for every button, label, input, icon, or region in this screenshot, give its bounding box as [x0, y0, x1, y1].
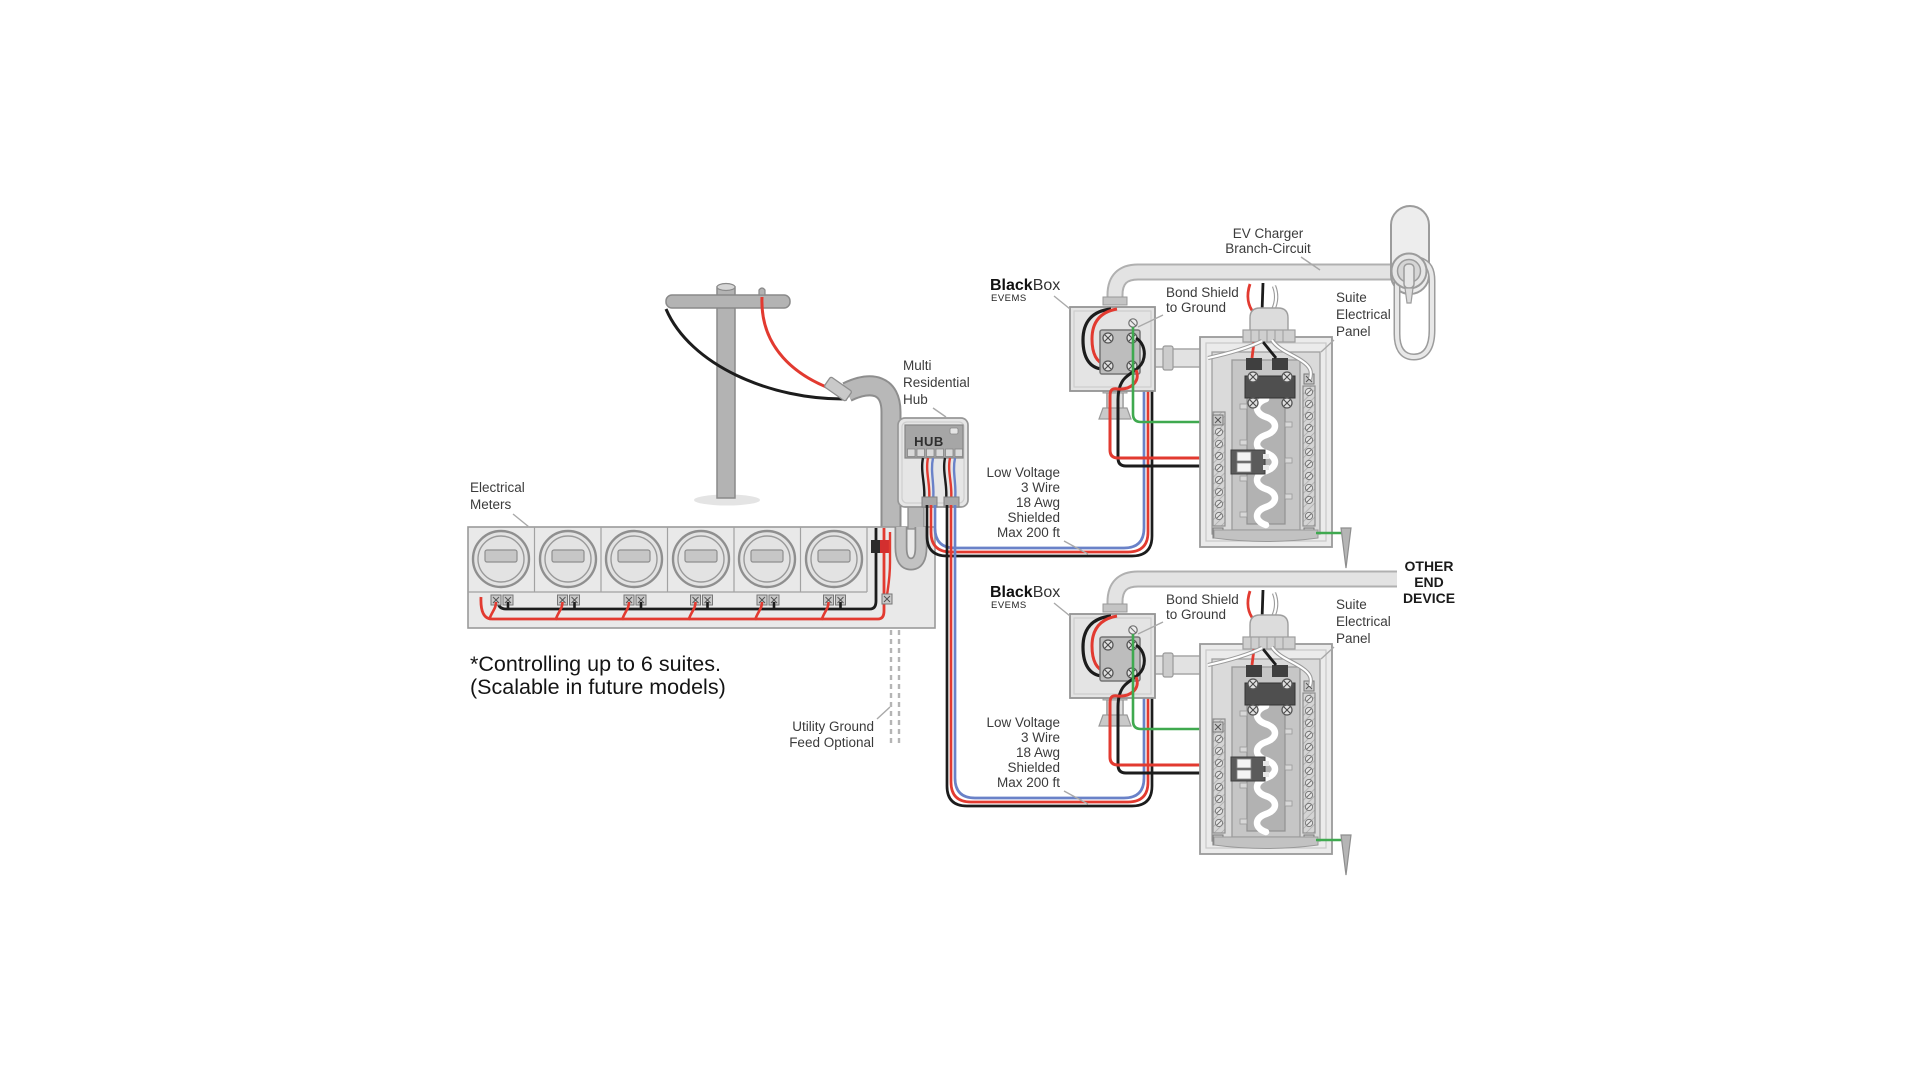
svg-text:Electrical: Electrical: [470, 480, 525, 495]
utility-ground-label: Utility Ground Feed Optional: [789, 706, 891, 750]
relay-wire-red-left: [1090, 307, 1118, 366]
svg-text:(Scalable in future models): (Scalable in future models): [470, 675, 726, 699]
suite-panel-label: Suite Electrical Panel: [1320, 290, 1391, 353]
svg-text:18 Awg: 18 Awg: [1016, 745, 1060, 760]
svg-text:Low Voltage: Low Voltage: [986, 465, 1060, 480]
multi-residential-hub: HUB: [897, 417, 969, 508]
low-voltage-label-1: Low Voltage 3 Wire 18 Awg Shielded Max 2…: [986, 465, 1089, 555]
meter-bus-red: [479, 528, 886, 621]
svg-text:Suite: Suite: [1336, 290, 1367, 305]
blackbox-evems-unit: [1069, 306, 1156, 392]
branch-breaker: [1230, 449, 1269, 475]
clamp-black: [871, 540, 880, 553]
clamp-red: [880, 540, 889, 553]
hub-label: HUB: [914, 434, 944, 449]
pole-crossarm: [665, 294, 791, 309]
hub-feed-wire-red: [885, 532, 892, 596]
breaker-tabs: [1239, 403, 1293, 518]
pole-shadow: [694, 494, 760, 506]
meter: [671, 529, 731, 589]
lug-screw: [1247, 371, 1259, 383]
svg-text:Shielded: Shielded: [1007, 760, 1060, 775]
svg-text:Max 200 ft: Max 200 ft: [997, 525, 1060, 540]
hub-label: Multi Residential Hub: [903, 358, 970, 418]
service-head: [1242, 282, 1296, 343]
svg-text:Residential: Residential: [903, 375, 970, 390]
lug-screw: [1247, 397, 1259, 409]
relay-screw: [1102, 332, 1114, 344]
main-breaker-block: [1244, 375, 1296, 399]
hub-indicator: [949, 427, 959, 435]
controlling-note: *Controlling up to 6 suites. (Scalable i…: [470, 652, 726, 699]
bond-shield-label: Bond Shield to Ground: [1137, 285, 1239, 328]
wire-black-to-breaker: [1116, 336, 1240, 468]
svg-text:Hub: Hub: [903, 392, 928, 407]
svg-text:Max 200 ft: Max 200 ft: [997, 775, 1060, 790]
svg-text:Bond Shield: Bond Shield: [1166, 285, 1239, 300]
svg-text:Multi: Multi: [903, 358, 932, 373]
other-end-device-label: OTHER END DEVICE: [1403, 558, 1455, 606]
breaker-channel: [1253, 395, 1279, 529]
svg-text:to Ground: to Ground: [1166, 300, 1226, 315]
lug-screw: [1281, 397, 1293, 409]
main-lug: [1246, 358, 1262, 370]
electrical-meters-label: Electrical Meters: [470, 480, 530, 528]
svg-text:3 Wire: 3 Wire: [1021, 480, 1060, 495]
meter: [804, 529, 864, 589]
svg-text:DEVICE: DEVICE: [1403, 590, 1455, 606]
meter: [604, 529, 664, 589]
svg-text:BlackBox: BlackBox: [990, 277, 1060, 294]
svg-text:Branch-Circuit: Branch-Circuit: [1225, 241, 1311, 256]
utility-pole: [664, 282, 848, 506]
svg-text:EVEMS: EVEMS: [991, 293, 1027, 304]
relay-wire-black-left: [1081, 307, 1112, 371]
svg-text:Electrical: Electrical: [1336, 307, 1391, 322]
ground-rod: [1316, 527, 1352, 569]
panel-bottom-rail: [1213, 529, 1319, 542]
svg-text:Panel: Panel: [1336, 324, 1371, 339]
svg-text:Meters: Meters: [470, 497, 512, 512]
low-voltage-run-1: [925, 389, 1154, 558]
conduit-mouth: [824, 376, 852, 402]
ev-charger-branch-label: EV Charger Branch-Circuit: [1225, 226, 1321, 271]
low-voltage-label-2: Low Voltage 3 Wire 18 Awg Shielded Max 2…: [986, 715, 1089, 805]
meter: [471, 529, 531, 589]
meter-bank: [467, 502, 936, 629]
meter: [538, 529, 598, 589]
service-conduit: [824, 375, 902, 530]
pole-mast: [716, 286, 736, 499]
service-wire-black: [664, 308, 848, 401]
svg-text:OTHER: OTHER: [1405, 558, 1454, 574]
relay-screw: [1102, 360, 1114, 372]
hub-internal-wires: [920, 457, 957, 501]
main-lug: [1272, 358, 1288, 370]
hub-gland: [921, 496, 938, 508]
svg-text:Shielded: Shielded: [1007, 510, 1060, 525]
pole-insulator: [758, 287, 766, 296]
svg-text:Feed Optional: Feed Optional: [789, 735, 874, 750]
svg-text:*Controlling up to 6 suites.: *Controlling up to 6 suites.: [470, 652, 721, 676]
hub-ports: [907, 448, 963, 457]
lug-screw: [1281, 371, 1293, 383]
svg-text:Low Voltage: Low Voltage: [986, 715, 1060, 730]
meter: [737, 529, 797, 589]
wire-green-bond: [1131, 327, 1218, 424]
suite-cluster: BlackBox EVEMS Bond Shield to Ground Sui…: [990, 263, 1397, 569]
ev-plug-handle: [1403, 263, 1415, 289]
suite-electrical-panel: [1199, 336, 1333, 548]
utility-ground-feed: [889, 630, 901, 744]
panel-head-wires: [1207, 338, 1313, 380]
svg-text:18 Awg: 18 Awg: [1016, 495, 1060, 510]
ev-charger: [1390, 205, 1436, 361]
low-voltage-run-2: [945, 505, 1154, 808]
svg-text:EV Charger: EV Charger: [1233, 226, 1304, 241]
svg-text:3 Wire: 3 Wire: [1021, 730, 1060, 745]
svg-text:Utility Ground: Utility Ground: [792, 719, 874, 734]
blackbox-label: BlackBox EVEMS: [990, 277, 1071, 310]
svg-text:END: END: [1414, 574, 1444, 590]
